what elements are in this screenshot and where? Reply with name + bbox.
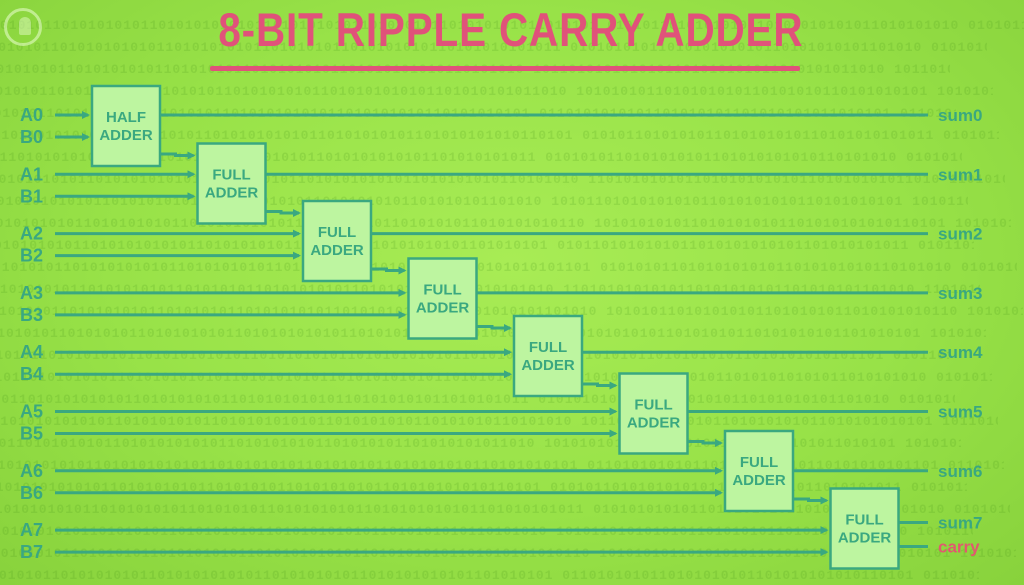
input-label-a5: A5 [20, 402, 43, 422]
input-label-b4: B4 [20, 364, 43, 384]
adder-label-bottom-0: ADDER [99, 127, 153, 144]
sum-label-6: sum6 [938, 462, 982, 481]
full-adder-box-5 [618, 372, 689, 455]
input-label-a2: A2 [20, 224, 43, 244]
carry-wire-3 [371, 266, 407, 275]
sum-label-3: sum3 [938, 284, 982, 303]
adder-label-top-6: FULL [740, 454, 778, 471]
input-label-b2: B2 [20, 246, 43, 266]
adder-label-top-7: FULL [845, 512, 883, 529]
adder-label-bottom-7: ADDER [838, 530, 892, 547]
sum-label-7: sum7 [938, 514, 982, 533]
input-label-a6: A6 [20, 461, 43, 481]
full-adder-box-1 [196, 142, 267, 225]
input-label-b1: B1 [20, 186, 43, 206]
carry-wire-7 [793, 496, 829, 505]
adder-label-top-1: FULL [212, 167, 250, 184]
full-adder-box-3 [407, 257, 478, 340]
sum-label-0: sum0 [938, 106, 982, 125]
carry-wire-4 [476, 324, 512, 332]
adder-label-bottom-1: ADDER [205, 185, 259, 202]
full-adder-box-2 [301, 199, 373, 283]
diagram-title: 8-BIT RIPPLE CARRY ADDER [218, 3, 804, 56]
adder-label-bottom-3: ADDER [416, 300, 470, 317]
adder-label-top-3: FULL [423, 282, 461, 299]
adder-label-top-0: HALF [106, 109, 146, 126]
adder-label-bottom-5: ADDER [627, 415, 681, 432]
watermark-logo-icon [4, 8, 42, 46]
full-adder-box-4 [512, 314, 584, 398]
carry-wire-2 [265, 209, 301, 217]
input-label-a0: A0 [20, 105, 43, 125]
sum-label-1: sum1 [938, 165, 982, 184]
input-label-b6: B6 [20, 483, 43, 503]
sum-label-4: sum4 [938, 343, 983, 362]
carry-wire-5 [582, 381, 618, 390]
input-label-a1: A1 [20, 164, 43, 184]
adder-label-bottom-6: ADDER [732, 472, 786, 489]
adder-label-top-4: FULL [529, 339, 567, 356]
input-label-b5: B5 [20, 424, 43, 444]
input-label-b7: B7 [20, 542, 43, 562]
carry-wire-6 [687, 439, 723, 447]
input-label-a7: A7 [20, 520, 43, 540]
input-label-b0: B0 [20, 127, 43, 147]
carry-out-label: carry [938, 538, 980, 557]
adder-label-top-5: FULL [634, 397, 672, 414]
carry-wire-1 [160, 151, 196, 160]
title-underline [210, 66, 800, 71]
input-label-a4: A4 [20, 342, 43, 362]
full-adder-box-6 [723, 429, 795, 513]
adder-label-top-2: FULL [318, 224, 356, 241]
full-adder-box-7 [829, 487, 900, 570]
input-label-a3: A3 [20, 283, 43, 303]
adder-label-bottom-4: ADDER [521, 357, 575, 374]
half-adder-box [90, 84, 162, 168]
adder-label-bottom-2: ADDER [310, 242, 364, 259]
input-label-b3: B3 [20, 305, 43, 325]
sum-label-2: sum2 [938, 225, 982, 244]
sum-label-5: sum5 [938, 403, 982, 422]
